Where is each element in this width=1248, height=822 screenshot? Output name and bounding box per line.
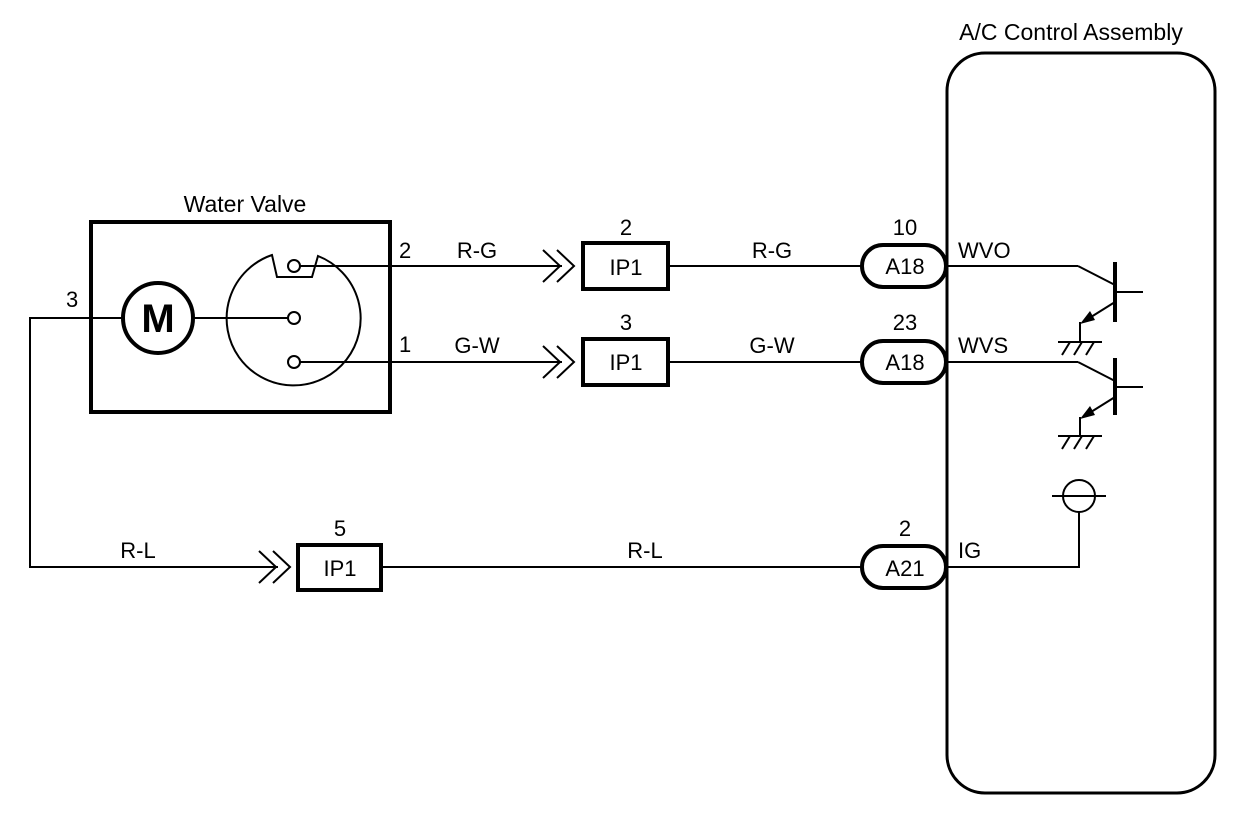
valve-pin-1: 1 <box>399 332 411 357</box>
a18-mid-pin: 23 <box>893 310 917 335</box>
connector-arrow-icon <box>542 345 576 379</box>
wire-label-r-g-right: R-G <box>752 238 792 263</box>
terminal-wvs: WVS <box>958 333 1008 358</box>
terminal-ig: IG <box>958 538 981 563</box>
a18-top-label: A18 <box>885 254 924 279</box>
wire-label-r-g-left: R-G <box>457 238 497 263</box>
connector-arrow-icon <box>542 249 576 283</box>
ground-icon <box>1058 341 1102 356</box>
ip1-bottom-label: IP1 <box>323 556 356 581</box>
wire-r-l <box>29 317 1080 592</box>
valve-pin-3: 3 <box>66 287 78 312</box>
ip1-mid-label: IP1 <box>609 350 642 375</box>
wire-r-g <box>300 241 1078 291</box>
ip1-mid-pin: 3 <box>620 310 632 335</box>
ac-control-assembly-box <box>945 51 1217 795</box>
ignition-source-icon <box>1052 479 1106 513</box>
wire-label-g-w-left: G-W <box>454 333 499 358</box>
ip1-top-pin: 2 <box>620 215 632 240</box>
water-valve-title: Water Valve <box>184 191 307 217</box>
connector-arrow-icon <box>258 550 292 584</box>
valve-pin-2: 2 <box>399 238 411 263</box>
ip1-bottom-pin: 5 <box>334 516 346 541</box>
valve-switch-icon <box>225 253 362 387</box>
wire-g-w <box>300 337 1078 387</box>
motor-icon: M <box>121 281 195 355</box>
ip1-top-label: IP1 <box>609 255 642 280</box>
transistor-icon <box>1077 262 1143 342</box>
ground-icon <box>1058 435 1102 450</box>
motor-label: M <box>141 297 174 341</box>
a18-mid-label: A18 <box>885 350 924 375</box>
a21-pin: 2 <box>899 516 911 541</box>
terminal-wvo: WVO <box>958 238 1011 263</box>
wire-label-g-w-right: G-W <box>749 333 794 358</box>
a21-label: A21 <box>885 556 924 581</box>
wire-label-r-l-right: R-L <box>627 538 662 563</box>
a18-top-pin: 10 <box>893 215 917 240</box>
ac-control-assembly-title: A/C Control Assembly <box>959 19 1183 45</box>
wire-label-r-l-left: R-L <box>120 538 155 563</box>
transistor-icon <box>1077 358 1143 436</box>
